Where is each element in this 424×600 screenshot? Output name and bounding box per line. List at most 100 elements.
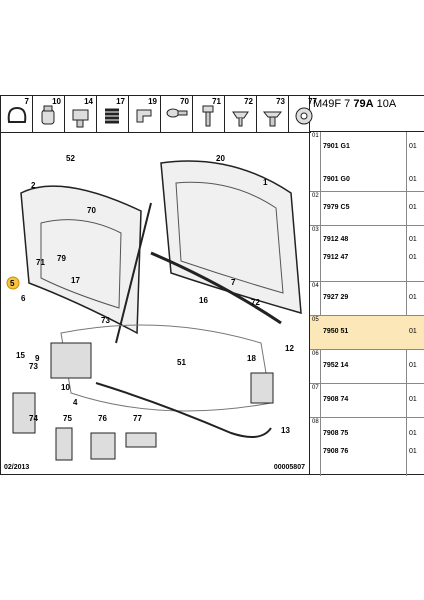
callout-16: 16 bbox=[199, 296, 208, 305]
hood-panel-left bbox=[20, 185, 142, 335]
release-cable bbox=[95, 382, 272, 438]
footer-doc-number: 00005807 bbox=[273, 464, 305, 471]
part-qty: 01 bbox=[409, 236, 417, 243]
parts-sheet: 7 10 14 17 19 70 bbox=[0, 95, 424, 476]
part-code: 7908 74 bbox=[323, 396, 349, 403]
icon-num: 72 bbox=[244, 97, 253, 106]
icon-num: 77 bbox=[308, 97, 317, 106]
part-code: 7912 48 bbox=[323, 236, 349, 243]
row-index: 03 bbox=[312, 227, 319, 233]
support-rod bbox=[115, 202, 152, 344]
parts-row-highlighted[interactable]: 05 7950 51 01 bbox=[310, 316, 424, 350]
callout-15: 15 bbox=[16, 351, 25, 360]
detail-75 bbox=[12, 392, 36, 434]
icon-num: 17 bbox=[116, 97, 125, 106]
callout-highlight-circle bbox=[6, 276, 20, 290]
callout-73: 72 bbox=[251, 298, 260, 307]
hood-panel-right bbox=[160, 160, 302, 315]
detail-77 bbox=[90, 432, 116, 460]
row-index: 06 bbox=[312, 351, 319, 357]
icon-cell-clip[interactable]: 14 bbox=[65, 96, 97, 132]
callout-13: 13 bbox=[281, 426, 290, 435]
icon-num: 19 bbox=[148, 97, 157, 106]
grommet-icon bbox=[295, 107, 313, 125]
icon-cell-bellows[interactable]: 17 bbox=[97, 96, 129, 132]
parts-row[interactable]: 03 7912 48 01 7912 47 01 bbox=[310, 226, 424, 282]
ref-prefix: M49F 7 bbox=[313, 98, 351, 110]
part-code: 7908 76 bbox=[323, 448, 349, 455]
row-index: 08 bbox=[312, 419, 319, 425]
callout-4: 4 bbox=[73, 398, 78, 407]
part-qty: 01 bbox=[409, 328, 417, 335]
callout-75: 74 bbox=[29, 414, 38, 423]
rivet-icon bbox=[262, 111, 283, 127]
part-code: 7901 G0 bbox=[323, 176, 350, 183]
diagram-drawing: 5 2 1 20 52 70 71 79 6 17 16 7 72 73 15 … bbox=[6, 154, 302, 461]
callout-74b: 73 bbox=[29, 362, 38, 371]
reference-header: M49F 7 79A 10A bbox=[310, 96, 424, 132]
part-qty: 01 bbox=[409, 254, 417, 261]
row-index: 01 bbox=[312, 133, 319, 139]
bracket-clip-icon bbox=[136, 109, 152, 123]
release-handle bbox=[250, 372, 274, 404]
detail-76 bbox=[55, 427, 73, 461]
callout-2: 2 bbox=[31, 181, 36, 190]
icon-num: 7 bbox=[24, 97, 29, 106]
icon-num: 10 bbox=[52, 97, 61, 106]
part-code: 7908 75 bbox=[323, 430, 349, 437]
seal-ring-icon bbox=[7, 106, 27, 123]
callout-72: 71 bbox=[36, 258, 45, 267]
part-qty: 01 bbox=[409, 430, 417, 437]
part-qty: 01 bbox=[409, 143, 417, 150]
icon-num: 70 bbox=[180, 97, 189, 106]
callout-17: 17 bbox=[71, 276, 80, 285]
icon-cell-screw-a[interactable]: 70 bbox=[161, 96, 193, 132]
parts-row[interactable]: 04 7927 29 01 bbox=[310, 282, 424, 316]
ref-main: 79A bbox=[353, 98, 374, 110]
footer-date: 02/2013 bbox=[4, 464, 30, 471]
fastener-icon-row: 7 10 14 17 19 70 bbox=[1, 96, 317, 133]
plug-icon bbox=[41, 105, 55, 125]
part-code: 7979 C5 bbox=[323, 204, 350, 211]
hood-panel-inner-left bbox=[40, 219, 122, 309]
icon-cell-pushpin-a[interactable]: 72 bbox=[225, 96, 257, 132]
parts-row[interactable]: 06 7952 14 01 bbox=[310, 350, 424, 384]
callout-79: 79 bbox=[57, 254, 66, 263]
row-index: 02 bbox=[312, 193, 319, 199]
part-qty: 01 bbox=[409, 204, 417, 211]
bellows-icon bbox=[105, 108, 119, 124]
part-code: 7952 14 bbox=[323, 362, 349, 369]
icon-cell-pushpin-b[interactable]: 73 bbox=[257, 96, 289, 132]
callout-1: 1 bbox=[263, 178, 268, 187]
part-code: 7950 51 bbox=[323, 328, 349, 335]
parts-row[interactable]: 07 7908 74 01 bbox=[310, 384, 424, 418]
seal-strip bbox=[150, 251, 282, 325]
row-index: 07 bbox=[312, 385, 319, 391]
part-qty: 01 bbox=[409, 294, 417, 301]
part-qty: 01 bbox=[409, 176, 417, 183]
callout-labels: 5 2 1 20 52 70 71 79 6 17 16 7 72 73 15 … bbox=[6, 154, 294, 435]
icon-cell-screw-b[interactable]: 71 bbox=[193, 96, 225, 132]
part-qty: 01 bbox=[409, 448, 417, 455]
icon-cell-bracket[interactable]: 19 bbox=[129, 96, 161, 132]
icon-cell-plug[interactable]: 10 bbox=[33, 96, 65, 132]
callout-20: 20 bbox=[216, 154, 225, 163]
part-code: 7927 29 bbox=[323, 294, 349, 301]
callout-78: 77 bbox=[133, 414, 142, 423]
callout-12: 12 bbox=[285, 344, 294, 353]
callout-71: 70 bbox=[87, 206, 96, 215]
callout-10: 10 bbox=[61, 383, 70, 392]
row-index: 05 bbox=[312, 317, 319, 323]
parts-row[interactable]: 02 7979 C5 01 bbox=[310, 192, 424, 226]
screw-icon bbox=[166, 108, 188, 118]
icon-cell-seal[interactable]: 7 bbox=[1, 96, 33, 132]
icon-cell-grommet[interactable]: 77 bbox=[289, 96, 320, 132]
parts-row[interactable]: 01 7901 G1 01 7901 G0 01 bbox=[310, 132, 424, 192]
icon-num: 73 bbox=[276, 97, 285, 106]
push-pin-icon bbox=[232, 111, 249, 127]
parts-list-panel: M49F 7 79A 10A 01 7901 G1 01 7901 G0 01 … bbox=[310, 95, 424, 476]
bolt-icon bbox=[202, 105, 214, 127]
callout-7: 7 bbox=[231, 278, 236, 287]
parts-row[interactable]: 08 7908 75 01 7908 76 01 bbox=[310, 418, 424, 476]
part-code: 7912 47 bbox=[323, 254, 349, 261]
